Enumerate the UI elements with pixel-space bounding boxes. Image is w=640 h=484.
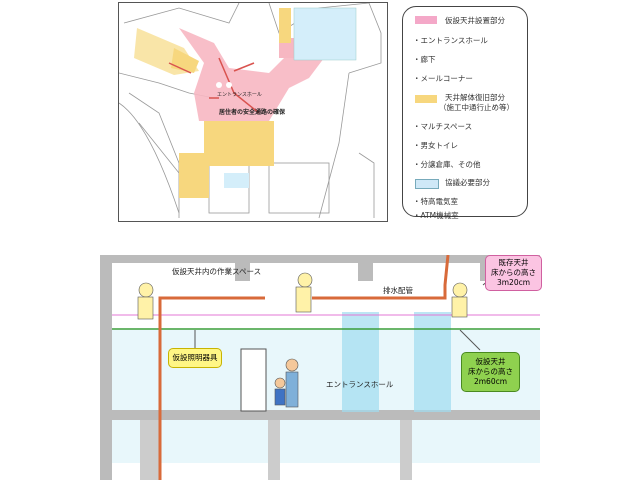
legend-item: ・ATM機械室 [413,211,459,220]
floor-plan-drawing [118,2,382,219]
callout-line: 3m20cm [496,278,531,287]
callout-line: 床からの高さ [491,268,536,277]
legend-item: ・メールコーナー [413,74,473,83]
map-hall-label: エントランスホール [217,92,262,98]
legend-item: ・エントランスホール [413,36,488,45]
legend-item: ・特高電気室 [413,197,458,206]
legend-subtitle: （施工中通行止め等） [439,103,514,112]
legend-title: 天井解体復旧部分 [445,93,505,102]
legend-title: 協議必要部分 [445,178,490,187]
floor-plan-map: エントランスホール 居住者の安全通路の確保 [118,2,388,222]
map-main-label: 居住者の安全通路の確保 [219,109,286,116]
legend-swatch-yellow [415,95,437,103]
callout-line: 既存天井 [498,258,529,267]
hall-label: エントランスホール [326,380,394,389]
legend-item: ・マルチスペース [413,122,473,131]
drain-pipe-label: 排水配管 [383,286,413,295]
legend-item: ・男女トイレ [413,141,458,150]
legend-swatch-blue [415,179,439,189]
ceiling-section-diagram: 仮設天井内の作業スペース 排水配管 エントランスホール 仮設照明器具 既存天井 … [100,254,542,480]
light-callout: 仮設照明器具 [168,348,222,368]
legend-item: ・分譲倉庫、その他 [413,160,481,169]
existing-ceiling-callout: 既存天井 床からの高さ 3m20cm [485,255,542,291]
callout-line: 仮設天井 [475,357,506,366]
callout-line: 2m60cm [473,377,508,386]
temp-ceiling-callout: 仮設天井 床からの高さ 2m60cm [461,352,520,392]
legend-title: 仮設天井設置部分 [445,16,505,25]
legend: 仮設天井設置部分 ・エントランスホール ・廊下 ・メールコーナー 天井解体復旧部… [402,6,528,220]
legend-swatch-pink [415,16,437,24]
work-space-label: 仮設天井内の作業スペース [172,267,262,276]
callout-line: 床からの高さ [468,367,513,376]
legend-item: ・廊下 [413,55,436,64]
